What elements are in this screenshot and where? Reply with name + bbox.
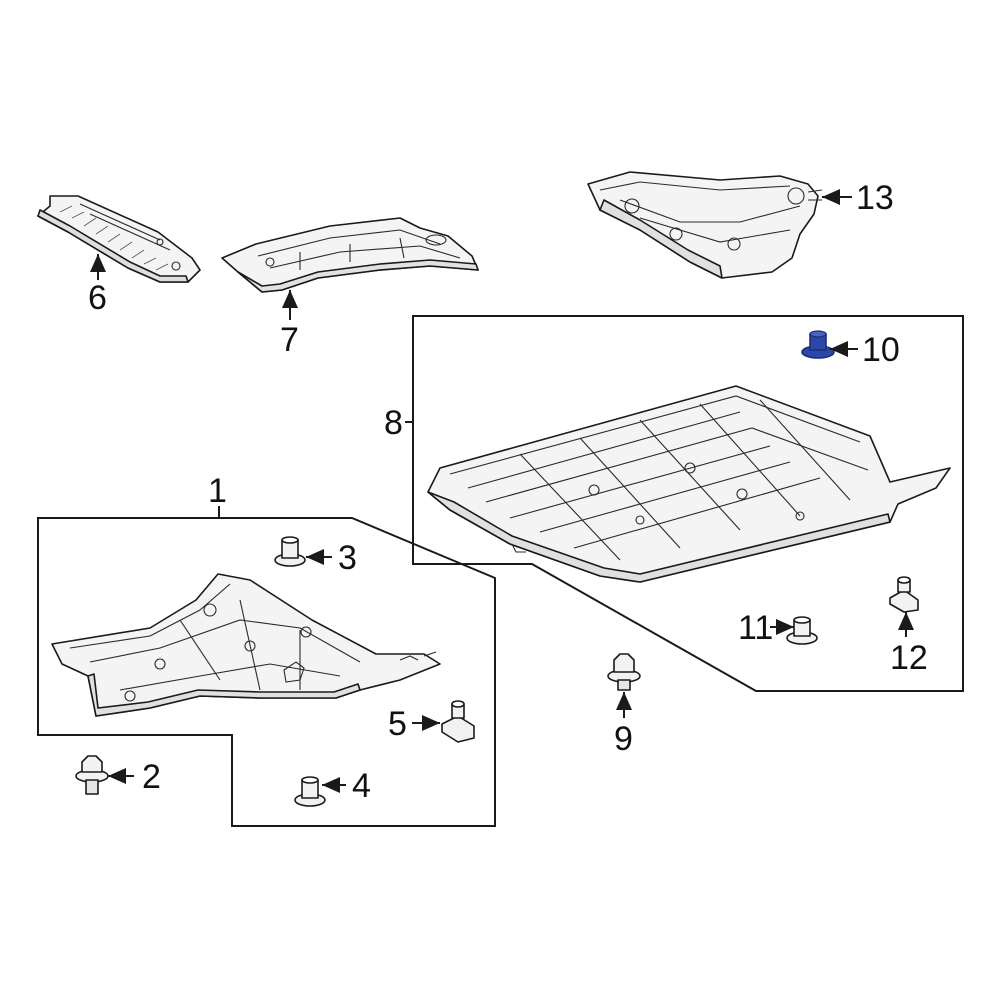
callout-12: 12	[890, 639, 928, 677]
fastener-12-clip-nut	[889, 576, 919, 613]
leader-arrows	[90, 189, 914, 793]
group-box-8	[412, 315, 964, 692]
callout-13: 13	[856, 179, 894, 217]
part-7-under-cover	[221, 217, 479, 293]
callout-10: 10	[862, 331, 900, 369]
fastener-11-nut	[786, 616, 818, 645]
callout-4: 4	[352, 767, 371, 805]
part-6-under-cover	[37, 195, 201, 283]
callout-1: 1	[208, 472, 227, 510]
fastener-3-nut	[274, 536, 306, 567]
part-8-under-cover	[427, 385, 951, 583]
callout-3: 3	[338, 539, 357, 577]
callout-6: 6	[88, 279, 107, 317]
callout-2: 2	[142, 758, 161, 796]
group-box-1	[37, 517, 496, 827]
fastener-9-clip	[607, 653, 641, 691]
part-13-rear-cover	[587, 171, 823, 279]
fastener-5-clip-nut	[441, 700, 475, 743]
callout-9: 9	[614, 720, 633, 758]
callout-11: 11	[738, 609, 773, 647]
callout-5: 5	[388, 705, 407, 743]
fastener-4-nut	[294, 776, 326, 807]
callout-7: 7	[280, 321, 299, 359]
fastener-2-clip	[75, 755, 109, 795]
callout-8: 8	[384, 404, 403, 442]
part-1-under-cover	[51, 573, 441, 717]
fastener-10-nut-highlighted	[801, 330, 835, 359]
